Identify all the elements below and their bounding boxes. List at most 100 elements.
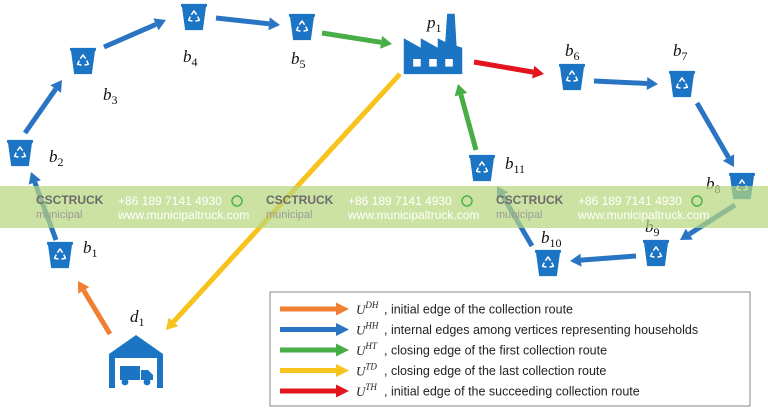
- vertex-label-base: d: [130, 307, 139, 326]
- vertex-label-sub: 1: [436, 21, 442, 35]
- vertex-label-base: b: [565, 41, 574, 60]
- edge-blue-11: [570, 253, 637, 267]
- vertex-label-b7: b7: [673, 41, 688, 63]
- vertex-label-sub: 2: [58, 155, 64, 169]
- vertex-label-sub: 9: [654, 225, 660, 239]
- edge-green-13: [454, 84, 479, 151]
- vertex-label-b5: b5: [291, 49, 306, 71]
- watermark-block-3: CSCTRUCK municipal +86 189 7141 4930www.mu…: [496, 193, 709, 222]
- watermark-background: [0, 186, 768, 228]
- whatsapp-icon: [231, 195, 243, 207]
- recycle-bin-icon: [288, 13, 316, 41]
- route-edges: [22, 15, 737, 336]
- watermark-brand: CSCTRUCK: [266, 193, 334, 207]
- recycle-bin-icon: [558, 63, 586, 91]
- vertex-label-sub: 3: [112, 93, 118, 107]
- legend-entry-dh: UDH , initial edge of the collection rout…: [280, 300, 573, 317]
- legend-text: , closing edge of the first collection r…: [384, 344, 607, 358]
- legend-entry-ht: UHT , closing edge of the first collectio…: [280, 341, 607, 358]
- watermark-sub: municipal: [496, 209, 542, 221]
- vertex-label-b4: b4: [183, 47, 198, 69]
- edge-red-7: [473, 59, 544, 79]
- vertex-label-sub: 7: [682, 49, 688, 63]
- vertex-label-d1: d1: [130, 307, 145, 329]
- vertex-label-b2: b2: [49, 147, 64, 169]
- edge-blue-3: [22, 80, 62, 135]
- legend-symbol: UHT: [356, 341, 378, 358]
- vertex-label-b10: b10: [541, 228, 562, 250]
- legend-symbol: UDH: [356, 300, 379, 317]
- watermark-phone: +86 189 7141 4930: [578, 194, 682, 208]
- legend-symbol: UTH: [356, 382, 377, 399]
- watermark-phone: +86 189 7141 4930: [118, 194, 222, 208]
- vertex-label-base: b: [541, 228, 550, 247]
- legend-text: , initial edge of the succeeding collect…: [384, 385, 640, 399]
- recycle-bin-icon: [468, 154, 496, 182]
- truck-depot-icon: [109, 335, 163, 388]
- recycle-bin-icon: [6, 139, 34, 167]
- legend-swatch-head: [336, 364, 349, 377]
- watermark-sub: municipal: [266, 209, 312, 221]
- edge-blue-8: [593, 76, 658, 90]
- watermark-phone: +86 189 7141 4930: [348, 194, 452, 208]
- legend: UDH , initial edge of the collection rout…: [269, 291, 751, 407]
- legend-symbol: UTD: [356, 362, 377, 379]
- vertex-label-base: b: [706, 174, 715, 193]
- watermark-block-1: CSCTRUCK municipal +86 189 7141 4930www.mu…: [36, 193, 249, 222]
- vertex-label-base: b: [505, 154, 514, 173]
- recycle-bin-icon: [668, 70, 696, 98]
- legend-entry-hh: UHH , internal edges among vertices repre…: [280, 321, 698, 338]
- legend-entry-td: UTD , closing edge of the last collection…: [280, 362, 606, 379]
- vertex-label-sub: 10: [550, 236, 562, 250]
- vertex-label-b3: b3: [103, 85, 118, 107]
- edge-blue-5: [215, 15, 280, 31]
- legend-swatch-head: [336, 323, 349, 336]
- vertex-label-base: p: [426, 13, 436, 32]
- vertex-label-base: b: [83, 238, 92, 257]
- legend-text: , closing edge of the last collection ro…: [384, 364, 606, 378]
- legend-box: [269, 291, 751, 407]
- vertex-label-base: b: [103, 85, 112, 104]
- legend-swatch-head: [336, 384, 349, 398]
- edge-blue-9: [694, 101, 735, 167]
- vertex-label-p1: p1: [426, 13, 442, 35]
- vertex-label-b6: b6: [565, 41, 580, 63]
- recycle-bin-icon: [642, 239, 670, 267]
- whatsapp-icon: [461, 195, 473, 207]
- vertex-label-b1: b1: [83, 238, 98, 260]
- watermark-brand: CSCTRUCK: [36, 193, 104, 207]
- recycle-bin-icon: [534, 249, 562, 277]
- legend-symbol: UHH: [356, 321, 379, 338]
- edge-blue-4: [103, 18, 166, 50]
- vertex-label-base: b: [49, 147, 58, 166]
- legend-entry-th: UTH , initial edge of the succeeding coll…: [280, 382, 640, 399]
- edge-green-6: [321, 30, 392, 49]
- vertex-label-base: b: [291, 49, 300, 68]
- vertex-label-sub: 11: [514, 162, 526, 176]
- vertex-labels: d1p1b1b2b3b4b5b6b7b8b9b10b11: [49, 13, 721, 329]
- watermark-brand: CSCTRUCK: [496, 193, 564, 207]
- recycle-bin-icon: [180, 3, 208, 31]
- recycle-bin-icon: [69, 47, 97, 75]
- vertex-label-b11: b11: [505, 154, 525, 176]
- vertex-label-base: b: [673, 41, 682, 60]
- whatsapp-icon: [691, 195, 703, 207]
- watermark-url: www.municipaltruck.com: [117, 208, 249, 222]
- vertex-label-base: b: [183, 47, 192, 66]
- legend-text: , initial edge of the collection route: [384, 303, 573, 317]
- edge-orange-1: [78, 281, 113, 336]
- vertex-label-sub: 6: [574, 49, 580, 63]
- vertex-label-sub: 1: [92, 246, 98, 260]
- legend-swatch-head: [336, 302, 349, 316]
- vertex-label-sub: 1: [139, 315, 145, 329]
- watermark-url: www.municipaltruck.com: [577, 208, 709, 222]
- vertex-label-sub: 4: [192, 55, 198, 69]
- legend-swatch-head: [336, 343, 349, 357]
- watermark-block-2: CSCTRUCK municipal +86 189 7141 4930www.mu…: [266, 193, 479, 222]
- legend-text: , internal edges among vertices represen…: [384, 323, 698, 337]
- watermark-sub: municipal: [36, 209, 82, 221]
- watermark-url: www.municipaltruck.com: [347, 208, 479, 222]
- recycle-bin-icon: [46, 241, 74, 269]
